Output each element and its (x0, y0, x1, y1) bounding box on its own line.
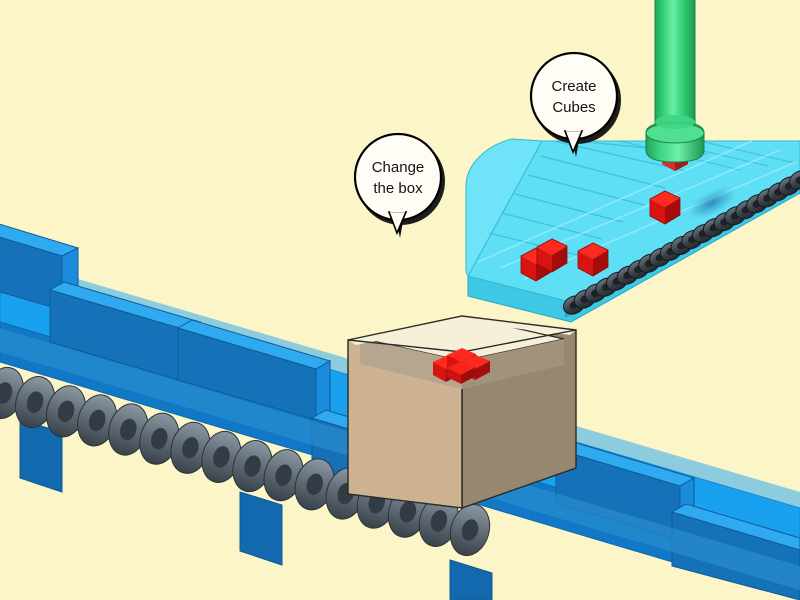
callout-2-line-2: Cubes (552, 99, 595, 116)
green-extruder[interactable] (645, 0, 705, 171)
lower-conveyor-legs (19, 419, 493, 600)
callout-1-line-2: the box (373, 180, 423, 197)
callout-bubble-1[interactable] (353, 132, 443, 222)
cube-upper-a (649, 190, 681, 225)
callout-1-line-1: Change (372, 159, 425, 176)
roller (788, 170, 800, 190)
callout-2-line-1: Create (551, 78, 596, 95)
callout-bubble-2[interactable] (529, 51, 619, 141)
roller (449, 503, 491, 557)
callout-change-the-box[interactable]: Change the box (353, 132, 445, 238)
divider-fin-1 (0, 223, 80, 311)
roller (263, 449, 304, 502)
cube-upper-c (536, 238, 568, 273)
roller (232, 440, 273, 493)
cubes-in-box (433, 348, 490, 384)
roller (139, 412, 180, 465)
box-rim-outline (347, 315, 577, 353)
callout-create-cubes[interactable]: Create Cubes (529, 51, 621, 157)
cubes-on-upper-belt (520, 190, 681, 282)
roller (45, 385, 87, 438)
roller (108, 403, 149, 456)
cube-upper-d (577, 242, 609, 277)
cube-box-d (447, 361, 476, 384)
extruder-shaft-cap (655, 115, 695, 129)
extruder-shaft (654, 0, 696, 133)
upper-belt-shadow-spot (684, 185, 740, 221)
box-top-rim (348, 316, 576, 345)
roller (201, 430, 242, 483)
divider-fin-3 (176, 319, 332, 421)
roller (170, 421, 211, 474)
upper-belt-rollers (562, 170, 800, 318)
cardboard-box[interactable] (347, 315, 577, 509)
roller (418, 494, 460, 547)
box-inner-right (462, 339, 564, 389)
roller (294, 458, 335, 511)
upper-belt-end-cap (465, 138, 543, 278)
